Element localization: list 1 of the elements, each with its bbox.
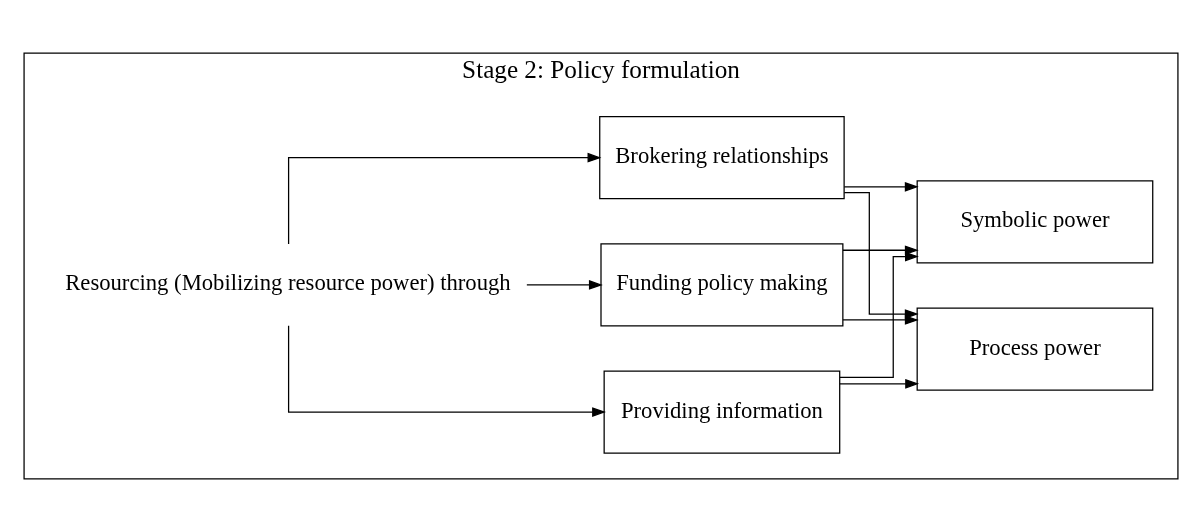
node-text: Resourcing (Mobilizing resource power) through bbox=[65, 269, 511, 295]
